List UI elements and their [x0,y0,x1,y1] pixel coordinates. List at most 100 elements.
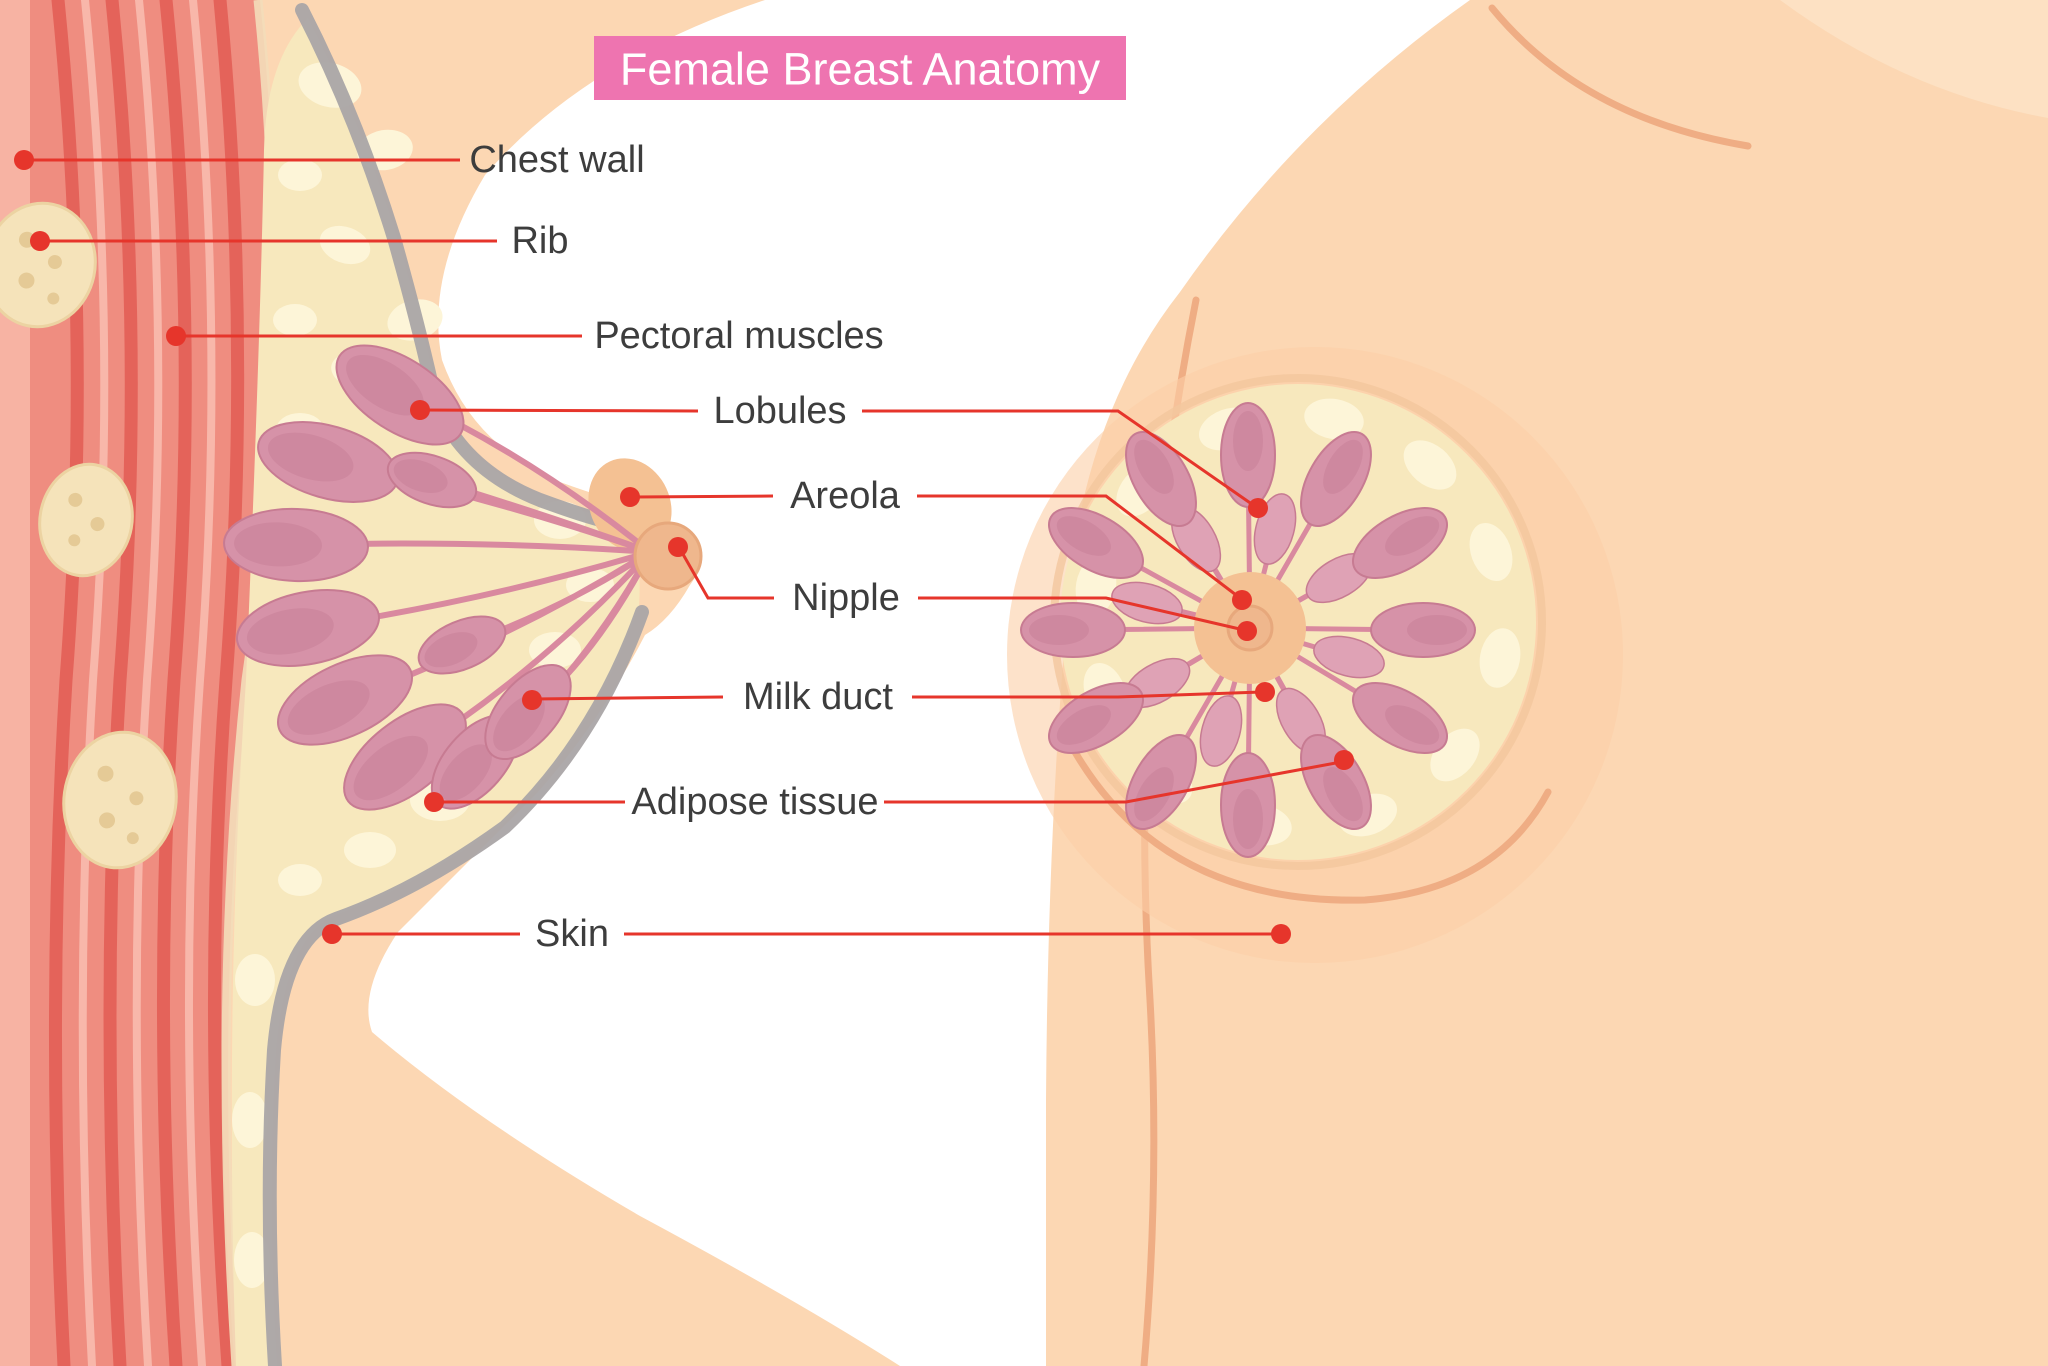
lobules-marker-dot-left [410,400,430,420]
lobule-cluster [1351,682,1449,754]
lobules-label: Lobules [713,390,846,432]
rib-speckle [99,812,116,829]
lobule-cluster [1047,507,1145,579]
nipple-annotation: Nipple [668,537,1257,641]
chest-wall-annotation: Chest wall [14,139,645,181]
milk-duct-marker-dot-right [1255,682,1275,702]
rib-speckle [90,517,105,532]
title-banner-background [594,36,1126,100]
fascia-line-lower [262,605,649,1366]
milk-duct-leader-line-left [533,695,724,701]
muscle-striation [156,0,192,1366]
adipose-tissue-annotation: Adipose tissue [424,750,1354,823]
chest-wall-muscle-layer [0,0,278,1366]
lobule-cluster [1370,602,1476,658]
lobule-cluster [1313,635,1385,679]
skin-marker-dot-right [1271,924,1291,944]
adipose-tissue-region [231,18,640,1366]
rib-annotation: Rib [30,220,569,262]
muscle-striation [207,0,245,1366]
rib-speckle [18,272,35,289]
fat-blob [232,1092,268,1148]
rib-speckle [126,832,139,845]
lobule-cluster [1220,752,1276,858]
milk-duct-leader-line-right [912,690,1263,699]
lobule-ring-outer [1020,402,1476,858]
lobule-cluster [335,344,465,446]
lobule-cluster [1351,507,1449,579]
lobule-cluster [417,615,507,675]
nipple-label: Nipple [792,577,900,619]
pectoral-muscles-label: Pectoral muscles [594,315,883,357]
lobule-cluster [1300,733,1372,831]
areola-leader-line-right [917,494,1241,600]
rib-speckle [68,534,81,547]
skin-label: Skin [535,913,609,955]
nipple-leader-line-right [918,596,1245,632]
nipple-leader-line-left [678,548,774,600]
cross-section-view [0,0,900,1366]
skin-marker-dot-left [322,924,342,944]
areola-marker-dot-right [1232,590,1252,610]
muscle-striation-light [78,0,109,1366]
rib-cross-section [62,730,178,870]
fat-blob [234,1232,270,1288]
rib-marker-dot [30,231,50,251]
areola-marker-dot-left [620,487,640,507]
lobule-cluster [1125,733,1197,831]
neck-highlight [1780,0,2048,118]
areola-label: Areola [790,475,901,517]
adipose-tissue-marker-dot-right [1334,750,1354,770]
fat-blob [344,832,396,868]
fat-blob [273,304,317,336]
fat-blob [1403,440,1457,490]
skin-annotation: Skin [322,913,1291,955]
rib-speckle [68,492,83,507]
fat-blob [278,159,322,191]
pectoral-muscle-band [0,0,276,1366]
rib-bone [38,462,134,578]
fat-blob [1304,398,1364,440]
chest-wall-label: Chest wall [469,139,644,181]
lobules-annotation: Lobules [410,390,1268,518]
lobule-cluster [1020,602,1126,658]
nipple-marker-dot-left [668,537,688,557]
lobule-cluster [257,421,399,503]
lobules-leader-line-left [419,408,699,413]
lobule-cluster [1047,682,1145,754]
lobule-cluster [276,654,414,746]
pectoral-muscles-marker-dot [166,326,186,346]
nipple-marker-dot-right [1237,621,1257,641]
rib-bone [0,201,97,329]
muscle-striation-light [184,0,216,1366]
rib-cross-section [38,462,134,578]
chest-wall-marker-dot [14,150,34,170]
lobule-cluster [386,451,478,509]
lobule-cluster [223,507,369,583]
fat-blob [278,864,322,896]
fat-blob [1479,628,1521,688]
lobule-cluster [235,589,381,667]
lobule-cluster [1220,402,1276,508]
frontal-view [1007,0,2048,1366]
annotations: Chest wall Rib Pectoral muscles Lobules … [14,139,1354,955]
muscle-striation-light [132,0,163,1366]
nipple-cross-section [633,521,703,591]
fat-blob [235,954,275,1006]
adipose-tissue-label: Adipose tissue [631,781,878,823]
muscle-striation [103,0,138,1366]
lobules-marker-dot-right [1248,498,1268,518]
milk-duct-label: Milk duct [743,676,893,718]
lobule-cluster [343,703,467,811]
rib-speckle [97,765,114,782]
rib-speckle [47,255,62,270]
adipose-tissue-leader-line-right [884,760,1342,804]
fat-blob [319,225,371,265]
rib-cross-section [0,201,97,329]
chin-contour-line [1488,4,1752,150]
rib-label: Rib [511,220,568,262]
fat-blob [1469,522,1513,582]
lobules-leader-line-right [862,409,1257,509]
